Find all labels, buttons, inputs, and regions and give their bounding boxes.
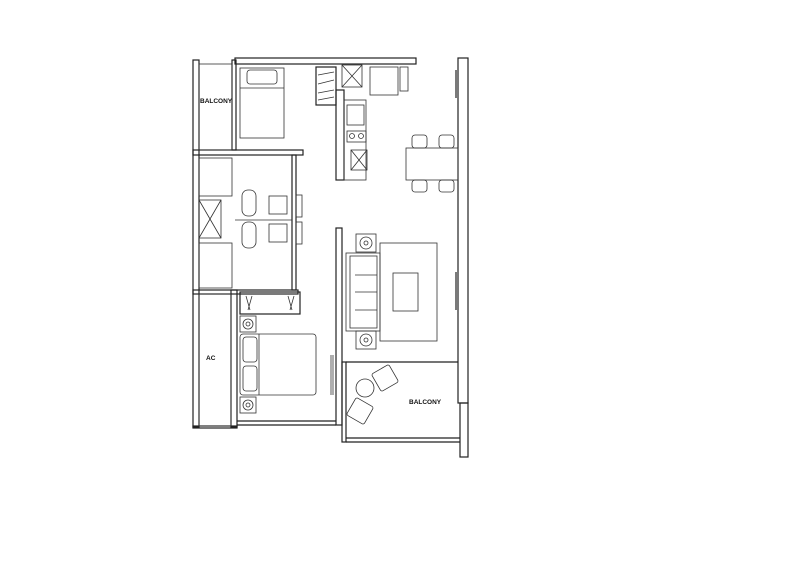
walls	[192, 57, 469, 458]
balcony-furniture	[346, 364, 399, 425]
ac-label: AC	[206, 355, 216, 362]
balcony-top-label: BALCONY	[200, 98, 233, 105]
ac-area	[198, 293, 232, 427]
wardrobe-1	[315, 66, 337, 106]
wardrobe-2	[239, 291, 301, 315]
living-room	[345, 233, 438, 350]
bathrooms	[198, 157, 303, 289]
balcony-top-area	[198, 63, 233, 151]
bed-1	[239, 67, 285, 139]
kitchen	[341, 64, 409, 181]
bed-2	[239, 333, 317, 396]
balcony-bottom-label: BALCONY	[409, 399, 442, 406]
bedside-lamps	[239, 315, 257, 414]
dining-table	[405, 134, 459, 193]
